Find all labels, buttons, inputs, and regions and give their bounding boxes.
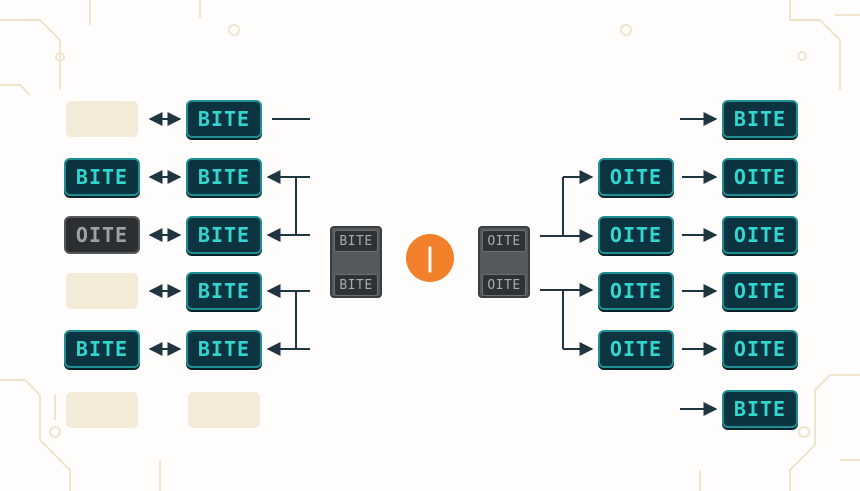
- empty-slot: [188, 392, 260, 428]
- right-arrows: [680, 112, 718, 416]
- empty-slot: [66, 392, 138, 428]
- bite-node: OITE: [722, 330, 798, 368]
- stack-cell-label: OITE: [487, 277, 521, 293]
- node-label: OITE: [609, 165, 663, 189]
- bite-node: OITE: [598, 158, 674, 196]
- right-register-stack: OITE OITE: [478, 226, 530, 298]
- node-label: OITE: [733, 223, 787, 247]
- node-label: OITE: [609, 337, 663, 361]
- bite-node: OITE: [598, 216, 674, 254]
- node-label: BITE: [197, 165, 251, 189]
- bite-node: BITE: [186, 100, 262, 138]
- node-label: BITE: [197, 337, 251, 361]
- node-label: BITE: [75, 165, 129, 189]
- left-register-stack: BITE BITE: [330, 226, 382, 298]
- right-split-connectors: [540, 170, 594, 356]
- bite-node: OITE: [722, 272, 798, 310]
- stack-cell-top: BITE: [334, 230, 378, 252]
- node-label: OITE: [75, 223, 129, 247]
- bite-node: BITE: [186, 272, 262, 310]
- stack-cell-bottom: OITE: [482, 274, 526, 296]
- center-label: |: [422, 243, 438, 273]
- stack-cell-label: BITE: [339, 233, 373, 249]
- node-label: BITE: [733, 107, 787, 131]
- node-label: OITE: [733, 279, 787, 303]
- node-label: OITE: [609, 279, 663, 303]
- node-label: OITE: [733, 165, 787, 189]
- stack-cell-label: OITE: [487, 233, 521, 249]
- left-double-arrows: [148, 112, 182, 356]
- bite-node: BITE: [64, 158, 140, 196]
- left-merge-connectors: [266, 118, 310, 356]
- bite-node: BITE: [722, 390, 798, 428]
- inactive-node: OITE: [64, 216, 140, 254]
- bite-node: BITE: [186, 158, 262, 196]
- bite-node: BITE: [722, 100, 798, 138]
- bite-node: BITE: [64, 330, 140, 368]
- node-label: BITE: [197, 279, 251, 303]
- node-label: BITE: [75, 337, 129, 361]
- empty-slot: [66, 273, 138, 309]
- stack-cell-top: OITE: [482, 230, 526, 252]
- stack-cell-label: BITE: [339, 277, 373, 293]
- node-label: BITE: [197, 107, 251, 131]
- stack-cell-bottom: BITE: [334, 274, 378, 296]
- node-label: OITE: [733, 337, 787, 361]
- node-label: BITE: [733, 397, 787, 421]
- center-node: |: [406, 234, 454, 282]
- bite-node: BITE: [186, 330, 262, 368]
- empty-slot: [66, 101, 138, 137]
- bite-node: BITE: [186, 216, 262, 254]
- bite-node: OITE: [722, 158, 798, 196]
- node-label: BITE: [197, 223, 251, 247]
- bite-node: OITE: [722, 216, 798, 254]
- node-label: OITE: [609, 223, 663, 247]
- bite-node: OITE: [598, 330, 674, 368]
- bite-node: OITE: [598, 272, 674, 310]
